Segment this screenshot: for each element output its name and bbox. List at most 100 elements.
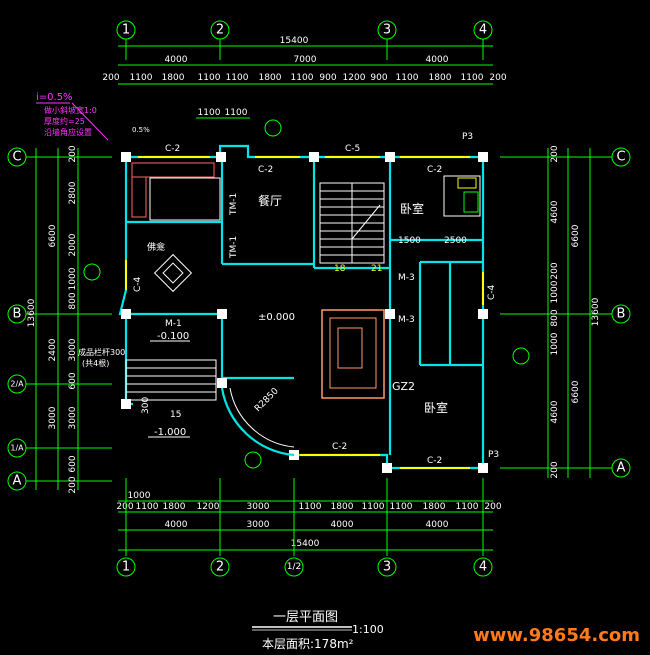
note-1: 做小斜坡宽1:0	[44, 105, 97, 115]
dim-top-d4: 1100	[198, 73, 221, 83]
dim-left-d8: 3000	[68, 406, 78, 429]
dim-top-d13: 1100	[461, 73, 484, 83]
dim-bottom-mid-2: 3000	[247, 520, 270, 530]
level-low: -1.000	[154, 427, 186, 438]
dim-top-d14: 200	[489, 73, 506, 83]
dim-bottom-d7: 1800	[331, 502, 354, 512]
label-tm1-1: TM-1	[229, 193, 239, 216]
label-m3-1: M-3	[398, 273, 415, 283]
dim-right-d4: 1000	[550, 280, 560, 303]
dim-bottom-d4: 1200	[197, 502, 220, 512]
element-labels: C-2 C-2 C-5 C-2 C-2 C-2 C-4 C-4 M-1 M-3 …	[133, 132, 499, 466]
note-railing2: (共4根)	[82, 358, 109, 368]
dim-top-inner-2: 1100	[225, 108, 248, 118]
dim-right-mid-2: 6600	[571, 380, 581, 403]
stair-step-21: 21	[371, 264, 382, 274]
note-railing: 成品栏杆300	[78, 347, 125, 357]
label-c2-3: C-2	[427, 165, 442, 175]
dim-right-mid-1: 6600	[571, 224, 581, 247]
bottom-axis-bubbles: 1 2 1/2 3 4	[116, 478, 493, 577]
dim-bottom-mid-4: 4000	[426, 520, 449, 530]
dim-left-mid-2: 2400	[48, 338, 58, 361]
dim-bottom-d9: 1100	[390, 502, 413, 512]
label-300: 300	[141, 397, 151, 414]
label-m1: M-1	[165, 319, 182, 329]
arc-radius-label: R2850	[253, 386, 281, 414]
note-pct: 0.5%	[132, 126, 150, 134]
dim-top-d3: 1800	[162, 73, 185, 83]
axis-top-4: 4	[479, 23, 487, 38]
label-c4-1: C-4	[133, 276, 143, 292]
dim-left-d1: 200	[68, 145, 78, 162]
dim-top-d9: 1200	[343, 73, 366, 83]
room-labels: 餐厅 卧室 卧室 佛龛 ±0.000 -0.100 -1.000	[147, 193, 448, 438]
axis-bottom-4: 4	[479, 560, 487, 575]
label-c2-5: C-2	[427, 456, 442, 466]
dim-left-d2: 2800	[68, 181, 78, 204]
axis-bottom-1: 1	[122, 560, 130, 575]
axis-right-b: B	[617, 307, 626, 322]
bottom-dimensions: 1000 200 1100 1800 1200 3000 1100 1800 1…	[116, 491, 502, 551]
dim-inner-2500: 2500	[444, 236, 467, 246]
axis-left-a: A	[13, 474, 22, 489]
dim-bottom-d10: 1800	[423, 502, 446, 512]
dim-top-mid-2: 7000	[294, 55, 317, 65]
dim-bottom-d11: 1100	[456, 502, 479, 512]
dim-top-d6: 1800	[259, 73, 282, 83]
dim-bottom-d1: 200	[116, 502, 133, 512]
dim-right-d8: 200	[550, 461, 560, 478]
dim-bottom-mid-1: 4000	[165, 520, 188, 530]
dim-right-d6: 1000	[550, 332, 560, 355]
axis-bottom-1-2: 1/2	[287, 562, 301, 572]
plan-title: 一层平面图	[273, 610, 338, 625]
top-axis-bubbles: 1 2 3 4	[116, 20, 493, 60]
stair: 18 21	[319, 182, 385, 274]
dim-top-total: 15400	[280, 36, 309, 46]
plan-area: 本层面积:178m²	[262, 637, 354, 651]
label-c5: C-5	[345, 144, 360, 154]
dim-bottom-d3: 1800	[163, 502, 186, 512]
axis-top-3: 3	[383, 23, 391, 38]
dim-right-d7: 4600	[550, 400, 560, 423]
dim-left-d7: 600	[68, 372, 78, 389]
level-porch: -0.100	[157, 331, 189, 342]
dim-left-total: 13600	[27, 298, 37, 327]
room-bedroom-top: 卧室	[400, 201, 424, 216]
porch-steps	[125, 359, 217, 401]
dim-right-d1: 200	[550, 145, 560, 162]
dim-left-d6: 3000	[68, 338, 78, 361]
label-p3-1: P3	[462, 132, 473, 142]
dim-bottom-d8: 1100	[362, 502, 385, 512]
dim-top-d1: 200	[102, 73, 119, 83]
dim-bottom-extra: 1000	[128, 491, 151, 501]
stair-step-18: 18	[334, 264, 346, 274]
left-dimensions: 13600 6600 2400 3000 200 2800 2000 1000 …	[27, 145, 78, 493]
axis-left-1a: 1/A	[10, 444, 24, 453]
dim-top-d8: 900	[319, 73, 336, 83]
note-3: 沿墙角应设置	[44, 127, 92, 137]
dim-left-d9: 600	[68, 455, 78, 472]
dim-left-mid-3: 3000	[48, 406, 58, 429]
axis-left-2a: 2/A	[10, 380, 24, 389]
plan-scale: 1:100	[352, 623, 384, 636]
dim-bottom-total: 15400	[291, 539, 320, 549]
axis-bottom-2: 2	[216, 560, 224, 575]
dim-bottom-mid-3: 4000	[331, 520, 354, 530]
inner-axis-marks	[83, 119, 530, 469]
dim-top-d7: 1100	[291, 73, 314, 83]
dim-top-d2: 1100	[130, 73, 153, 83]
dim-top-d12: 1800	[429, 73, 452, 83]
label-c2-2: C-2	[258, 165, 273, 175]
dim-left-d4: 1000	[68, 267, 78, 290]
label-15: 15	[170, 410, 181, 420]
label-c2-4: C-2	[332, 442, 347, 452]
kitchen-counter	[131, 162, 221, 221]
level-main: ±0.000	[258, 312, 295, 323]
dim-top-inner-1: 1100	[198, 108, 221, 118]
dim-top-mid-1: 4000	[165, 55, 188, 65]
dim-right-d2: 4600	[550, 200, 560, 223]
dim-bottom-d5: 3000	[247, 502, 270, 512]
axis-top-2: 2	[216, 23, 224, 38]
dim-right-d5: 800	[550, 309, 560, 326]
